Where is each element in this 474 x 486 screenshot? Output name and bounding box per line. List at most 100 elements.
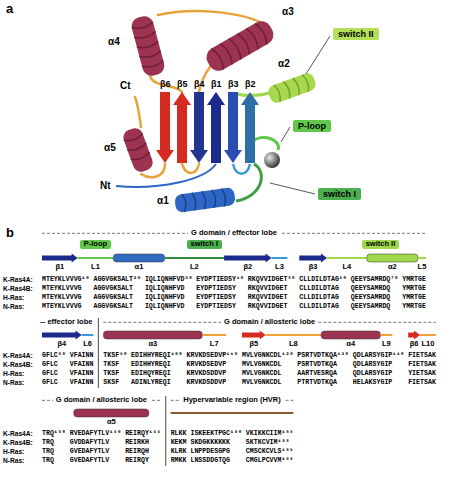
sequence-segment: QDLARSYGIP (353, 370, 393, 378)
sequence-segment: MVLVGNKCDL¹²⁰ (242, 352, 293, 360)
sequence-segment: CLLDILDTAG (299, 294, 339, 302)
sequence-segment: FIETSAK (408, 352, 436, 360)
helix-a2 (266, 71, 317, 104)
sequence-segment: REIRQH (125, 448, 149, 456)
loop-line (418, 257, 426, 259)
sequence-segment: CMGLPCVVM¹⁸⁹ (246, 457, 293, 465)
sequence-segment: QEEYSAMRDQ⁷⁰ (351, 276, 399, 284)
magnesium-ion (264, 152, 280, 168)
sequence-segment: YMRTGE (402, 294, 426, 302)
helix-cylinder (103, 331, 202, 339)
loop-line (202, 334, 226, 336)
sequence-segment: QDLARSYGIP (353, 361, 393, 369)
loop-line (380, 334, 392, 336)
sequence-segment: KRVKDSDDVP (187, 370, 227, 378)
region-tag: switch I (187, 240, 223, 249)
region-tag: switch II (333, 28, 379, 40)
helix-a3 (203, 18, 277, 75)
sequence-segment: GFLC (42, 370, 58, 378)
region-name: switch II (338, 29, 374, 39)
structure-label: β1 (211, 79, 222, 89)
loop-line (266, 334, 321, 336)
sequence-segment: CLLDILDTAG⁶⁰ (299, 276, 347, 284)
region-tag: P-loop (293, 120, 331, 132)
sequence-segment: VFAINN (70, 370, 94, 378)
leader-lines (270, 36, 330, 194)
structure-element-label: β2 (243, 263, 252, 272)
domain-header: G domain / allosteric lobe (53, 396, 150, 405)
sequence-segment: GVDDAFYTLV (70, 439, 110, 447)
structure-label: β3 (228, 79, 239, 89)
protein-name: K-Ras4A: (3, 430, 33, 438)
sequence-segment: VFAINN (70, 361, 94, 369)
sequence-segment: RVEDAFYTLV¹⁶⁰ (70, 430, 121, 438)
structure-label: Nt (100, 180, 111, 192)
region-name: switch I (191, 240, 219, 249)
sequence-segment: IQLIQNHFVD³⁰ (145, 276, 193, 284)
structure-label: α1 (157, 195, 169, 207)
sequence-segment: EYDPTIEDSY (196, 285, 236, 293)
sequence-segment: PTRTVDTKQA (297, 379, 337, 387)
helix-a1 (174, 187, 236, 213)
protein-name: K-Ras4B: (3, 285, 33, 293)
sequence-segment: SKSF (103, 379, 119, 387)
region-name: switch II (366, 240, 396, 249)
structure-element-label: L1 (91, 263, 100, 272)
structure-element-label: β4 (57, 340, 66, 349)
structure-element-label: L9 (382, 340, 391, 349)
strand-b2 (241, 92, 259, 163)
sequence-segment: YMRTGE (402, 303, 426, 311)
sequence-segment: GFLC⁸⁰ (42, 352, 66, 360)
sequence-segment: AGGVGKSALT (93, 294, 133, 302)
domain-header: G domain / effector lobe (188, 229, 280, 238)
protein-name: H-Ras: (3, 294, 24, 302)
sequence-segment: RKQVVIDGET (248, 294, 288, 302)
sequence-segment: QEEYSAMRDQ (351, 294, 391, 302)
structure-element-label: L8 (289, 340, 298, 349)
sequence-segment: CMSCKCVLS¹⁸⁹ (246, 448, 293, 456)
loop-line (420, 334, 436, 336)
structure-label: Ct (120, 80, 131, 92)
sequence-segment: EDIHQYREQI (131, 370, 171, 378)
sequence-segment: VFAINN (70, 379, 94, 387)
sequence-segment: RKQVVIDGET (248, 285, 288, 293)
sequence-segment: MTEYKLVVVG (42, 285, 82, 293)
structure-element-label: α3 (148, 340, 157, 349)
sequence-segment: PSRTVDTKQA¹³⁰ (297, 352, 348, 360)
sequence-segment: SKTKCVIM¹⁸⁸ (246, 439, 290, 447)
protein-name: K-Ras4A: (3, 276, 33, 284)
sequence-segment: FIETSAK (408, 379, 436, 387)
sequence-segment: AGGVGKSALT²⁰ (93, 276, 141, 284)
sequence-segment: GFLC (42, 361, 58, 369)
region-name: P-loop (84, 240, 107, 249)
protein-name: N-Ras: (3, 457, 24, 465)
lobe-divider (98, 318, 99, 388)
structure-label: β6 (160, 79, 171, 89)
domain-header: -- effector lobe (37, 318, 95, 327)
sequence-segment: FIETSAK (408, 361, 436, 369)
sequence-segment: EYDPTIEDSY (196, 303, 236, 311)
sequence-segment: EYDPTIEDSY (196, 294, 236, 302)
sequence-segment: CLLDILDTAG (299, 285, 339, 293)
domain-header: G domain / allosteric lobe (221, 318, 318, 327)
structure-label: α3 (282, 6, 294, 18)
sequence-segment: TKSF (103, 361, 119, 369)
sequence-segment: KLRK (171, 448, 187, 456)
helix-a5 (121, 126, 155, 174)
loop-line (272, 257, 288, 259)
switch-ii-loop (236, 93, 270, 96)
sequence-segment: TRQ (42, 448, 54, 456)
sequence-segment: MTEYKLVVVG (42, 303, 82, 311)
domain-header: Hypervariable region (HVR) (180, 396, 284, 405)
structure-element-label: L6 (83, 340, 92, 349)
sequence-segment: EYDPTIEDSY⁴⁰ (196, 276, 244, 284)
structure-element-label: α5 (107, 418, 116, 427)
strand-arrow (408, 331, 420, 340)
loop-line (82, 334, 94, 336)
strand-arrow (242, 331, 266, 340)
sequence-segment: GVEDAFYTLV (70, 448, 110, 456)
structure-element-label: α1 (135, 263, 144, 272)
structure-label: β4 (194, 79, 205, 89)
